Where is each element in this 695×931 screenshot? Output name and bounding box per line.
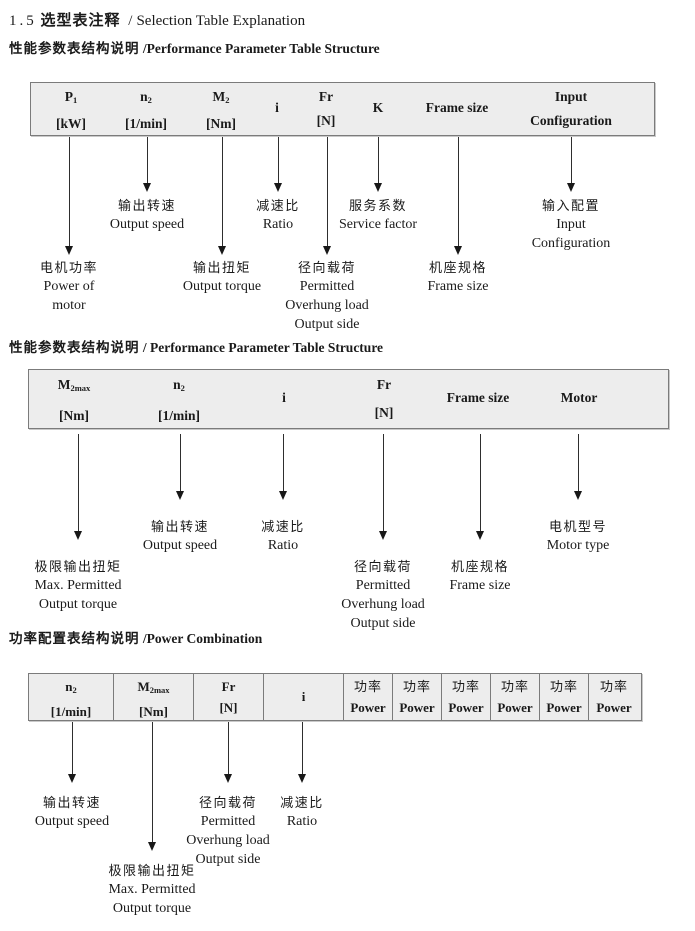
down-arrow — [176, 434, 184, 500]
table1-cell-fr: Fr [N] — [316, 89, 336, 128]
section-number: 1.5 — [9, 13, 37, 29]
table1-cell-p1: P1 [kW] — [56, 89, 86, 131]
table1-cell-m2: M2 [Nm] — [206, 89, 236, 131]
label-max-output-torque: 极限输出扭矩 Max. Permitted Output torque — [34, 559, 122, 612]
table3-cell-power: 功率 Power — [596, 679, 632, 715]
label-output-speed: 输出转速 Output speed — [142, 519, 218, 553]
title-divider: / — [128, 13, 133, 29]
label-overhung-load: 径向载荷 Permitted Overhung load Output side — [285, 260, 369, 332]
performance-table-1-header: P1 [kW] n2 [1/min] M2 [Nm] i Fr [N] K Fr… — [30, 82, 655, 136]
label-output-torque: 输出扭矩 Output torque — [182, 260, 262, 294]
label-service-factor: 服务系数 Service factor — [338, 198, 418, 232]
down-arrow — [279, 434, 287, 500]
down-arrow — [379, 434, 387, 540]
label-ratio: 减速比 Ratio — [256, 198, 300, 232]
label-ratio: 减速比 Ratio — [261, 519, 305, 553]
table1-cell-n2: n2 [1/min] — [125, 89, 167, 131]
label-input-configuration: 输入配置 Input Configuration — [531, 198, 611, 251]
section3-heading-en: /Power Combination — [142, 631, 263, 646]
label-motor-type: 电机型号 Motor type — [546, 519, 610, 553]
down-arrow — [567, 137, 575, 192]
down-arrow — [143, 137, 151, 192]
label-overhung-load: 径向载荷 Permitted Overhung load Output side — [186, 795, 270, 867]
section3-heading: 功率配置表结构说明 /Power Combination — [9, 627, 262, 647]
down-arrow — [274, 137, 282, 192]
table3-cell-fr: Fr [N] — [194, 674, 264, 720]
down-arrow — [68, 722, 76, 783]
table1-cell-input-configuration: Input Configuration — [530, 89, 612, 128]
table3-cell-power: 功率 Power — [540, 674, 589, 720]
page-title-zh: 选型表注释 — [40, 12, 121, 29]
power-combination-table-header: n2 [1/min] M2max [Nm] Fr [N] i 功率 Power … — [28, 673, 642, 721]
performance-table-2-header: M2max [Nm] n2 [1/min] i Fr [N] Frame siz… — [28, 369, 669, 429]
page-title: 1.5 选型表注释 /Selection Table Explanation — [9, 9, 305, 30]
down-arrow — [148, 722, 156, 851]
section1-heading-en: /Performance Parameter Table Structure — [142, 41, 380, 56]
label-output-speed: 输出转速 Output speed — [34, 795, 110, 829]
table3-cell-power: 功率 Power — [344, 674, 393, 720]
section3-heading-zh: 功率配置表结构说明 — [9, 631, 140, 646]
table2-cell-m2max: M2max [Nm] — [57, 377, 91, 423]
down-arrow — [323, 137, 331, 255]
down-arrow — [74, 434, 82, 540]
table3-cell-power: 功率 Power — [442, 674, 491, 720]
table1-cell-frame-size: Frame size — [425, 100, 489, 115]
down-arrow — [298, 722, 306, 783]
table1-cell-i: i — [275, 100, 279, 115]
table2-cell-i: i — [282, 390, 286, 405]
label-frame-size: 机座规格 Frame size — [427, 260, 489, 294]
table1-cell-k: K — [372, 100, 384, 115]
page-title-en: Selection Table Explanation — [136, 13, 306, 29]
section1-heading: 性能参数表结构说明 /Performance Parameter Table S… — [9, 37, 380, 57]
label-frame-size: 机座规格 Frame size — [449, 559, 511, 593]
down-arrow — [374, 137, 382, 192]
section2-heading-en: / Performance Parameter Table Structure — [142, 340, 384, 355]
table2-cell-fr: Fr [N] — [374, 377, 394, 420]
label-output-speed: 输出转速 Output speed — [109, 198, 185, 232]
down-arrow — [218, 137, 226, 255]
table2-cell-motor: Motor — [560, 390, 598, 405]
section2-heading-zh: 性能参数表结构说明 — [9, 340, 140, 355]
table2-cell-frame-size: Frame size — [446, 390, 510, 405]
down-arrow — [454, 137, 462, 255]
table3-cell-n2: n2 [1/min] — [29, 674, 114, 720]
label-overhung-load: 径向载荷 Permitted Overhung load Output side — [341, 559, 425, 631]
table3-cell-i: i — [264, 674, 344, 720]
table2-cell-n2: n2 [1/min] — [158, 377, 200, 423]
section2-heading: 性能参数表结构说明 / Performance Parameter Table … — [9, 336, 383, 356]
label-max-output-torque: 极限输出扭矩 Max. Permitted Output torque — [108, 863, 196, 916]
table3-cell-power: 功率 Power — [491, 674, 540, 720]
down-arrow — [574, 434, 582, 500]
label-power-of-motor: 电机功率 Power of motor — [39, 260, 98, 313]
down-arrow — [65, 137, 73, 255]
down-arrow — [476, 434, 484, 540]
down-arrow — [224, 722, 232, 783]
table3-cell-power: 功率 Power — [393, 674, 442, 720]
table3-cell-m2max: M2max [Nm] — [114, 674, 194, 720]
label-ratio: 减速比 Ratio — [280, 795, 324, 829]
section1-heading-zh: 性能参数表结构说明 — [9, 41, 140, 56]
